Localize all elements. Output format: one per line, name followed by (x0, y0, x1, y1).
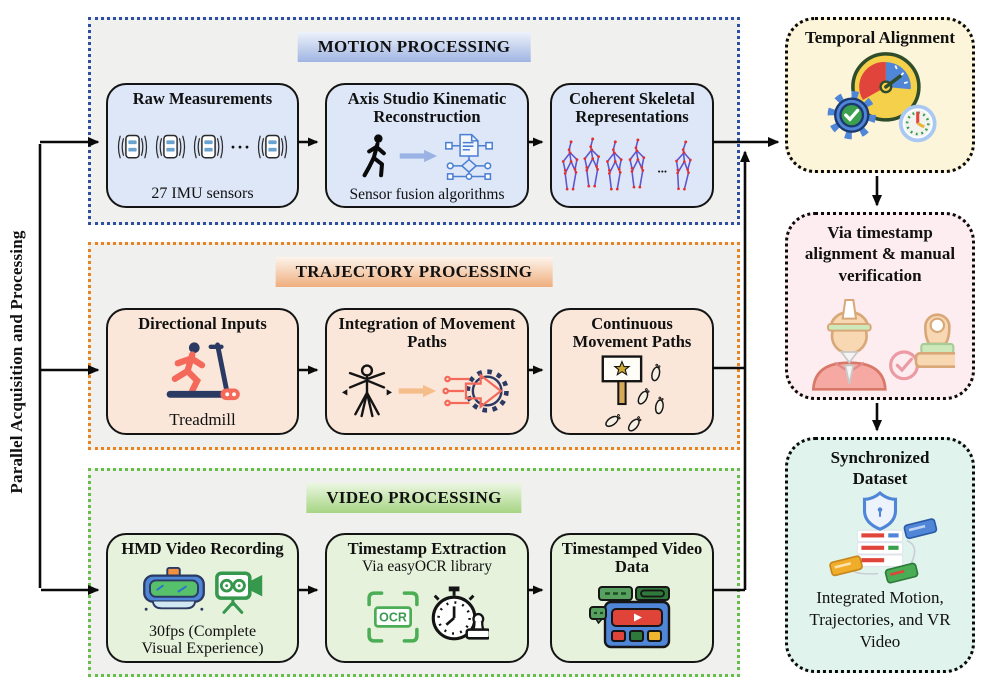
video-camera-icon (215, 571, 263, 614)
video-player-icon (589, 586, 671, 649)
manual-verification-box: Via timestamp alignment & manual verific… (785, 212, 975, 400)
synchronized-dataset-box: Synchronized Dataset Integrated Motion, … (785, 437, 975, 673)
imu-sensor-icon (193, 134, 224, 159)
imu-count-caption: 27 IMU sensors (151, 185, 254, 203)
skeletal-title: Coherent Skeletal Representations (569, 89, 695, 127)
axis-studio-title: Axis Studio Kinematic Reconstruction (347, 89, 507, 127)
imu-sensor-icon (257, 134, 288, 159)
skeleton-figures-icon: ... (561, 137, 694, 193)
vitruvian-person-icon (342, 364, 392, 418)
temporal-alignment-box: Temporal Alignment (785, 17, 975, 173)
vr-headset-icon (143, 566, 205, 611)
video-processing-section: VIDEO PROCESSING HMD Video Recording 30f… (88, 468, 740, 677)
motion-processing-section: MOTION PROCESSING Raw Measurements ··· 2… (88, 17, 740, 225)
raw-measurements-title: Raw Measurements (132, 89, 273, 108)
flowchart-document-icon (444, 134, 493, 181)
skeleton-ellipsis: ... (658, 162, 668, 176)
imu-sensor-icon (117, 134, 148, 159)
trajectory-processing-section: TRAJECTORY PROCESSING Directional Inputs… (88, 242, 740, 450)
footprints-icon-row (589, 352, 675, 436)
arrow-right-icon (398, 384, 437, 398)
integration-icon-row (342, 352, 512, 430)
timestamped-video-box: Timestamped Video Data (550, 533, 714, 663)
hmd-recording-box: HMD Video Recording 30fps (Complete Visu… (106, 533, 299, 663)
manual-verification-title: Via timestamp alignment & manual verific… (804, 223, 956, 285)
engineer-stamp-check-icon (811, 298, 955, 391)
imu-sensor-row: ··· (116, 108, 289, 185)
temporal-alignment-title: Temporal Alignment (804, 28, 956, 47)
gear-circuit-arrow-icon (442, 369, 509, 413)
sensor-ellipsis: ··· (229, 136, 251, 157)
synchronized-dataset-title: Synchronized Dataset (830, 448, 930, 489)
skeletal-representations-box: Coherent Skeletal Representations ... (550, 83, 714, 208)
timestamp-extraction-title: Timestamp Extraction (347, 539, 507, 558)
hmd-icon-row (139, 558, 266, 622)
directional-inputs-title: Directional Inputs (138, 314, 267, 333)
axis-studio-box: Axis Studio Kinematic Reconstruction Sen… (325, 83, 529, 208)
easyocr-caption: Via easyOCR library (362, 558, 492, 576)
ocr-label: OCR (379, 610, 407, 624)
video-section-header: VIDEO PROCESSING (306, 483, 522, 513)
ocr-frame-icon: OCR (366, 591, 419, 643)
trajectory-section-header: TRAJECTORY PROCESSING (275, 257, 553, 287)
timestamp-extraction-box: Timestamp Extraction Via easyOCR library… (325, 533, 529, 663)
ocr-icon-row: OCR (366, 576, 489, 658)
imu-sensor-icon (155, 134, 186, 159)
raw-measurements-box: Raw Measurements ··· 27 IMU sensors (106, 83, 299, 208)
continuous-paths-box: Continuous Movement Paths (550, 308, 714, 435)
gauge-gear-clock-icon (827, 52, 937, 143)
player-icon-row (589, 577, 675, 658)
treadmill-caption: Treadmill (169, 410, 236, 430)
sensor-fusion-caption: Sensor fusion algorithms (349, 185, 505, 203)
treadmill-icon-row (162, 333, 244, 411)
motion-section-header: MOTION PROCESSING (297, 32, 531, 62)
sign-footprints-icon (601, 355, 666, 434)
skeleton-icon-row: ... (558, 127, 706, 203)
integration-title: Integration of Movement Paths (338, 314, 516, 352)
kinematic-icon-row (360, 127, 495, 186)
dataset-drives-shield-icon (829, 490, 938, 584)
stopwatch-stamp-icon (431, 586, 489, 641)
directional-inputs-box: Directional Inputs Treadmill (106, 308, 299, 435)
arrow-right-icon (399, 150, 437, 163)
continuous-paths-title: Continuous Movement Paths (572, 314, 692, 352)
integration-box: Integration of Movement Paths (325, 308, 529, 435)
hmd-recording-title: HMD Video Recording (121, 539, 284, 558)
parallel-acquisition-label: Parallel Acquisition and Processing (7, 230, 26, 494)
walking-person-icon (362, 134, 386, 178)
timestamped-video-title: Timestamped Video Data (561, 539, 703, 577)
treadmill-runner-icon (166, 342, 240, 401)
fps-caption: 30fps (Complete Visual Experience) (141, 622, 264, 658)
dataset-caption: Integrated Motion, Trajectories, and VR … (809, 587, 951, 651)
